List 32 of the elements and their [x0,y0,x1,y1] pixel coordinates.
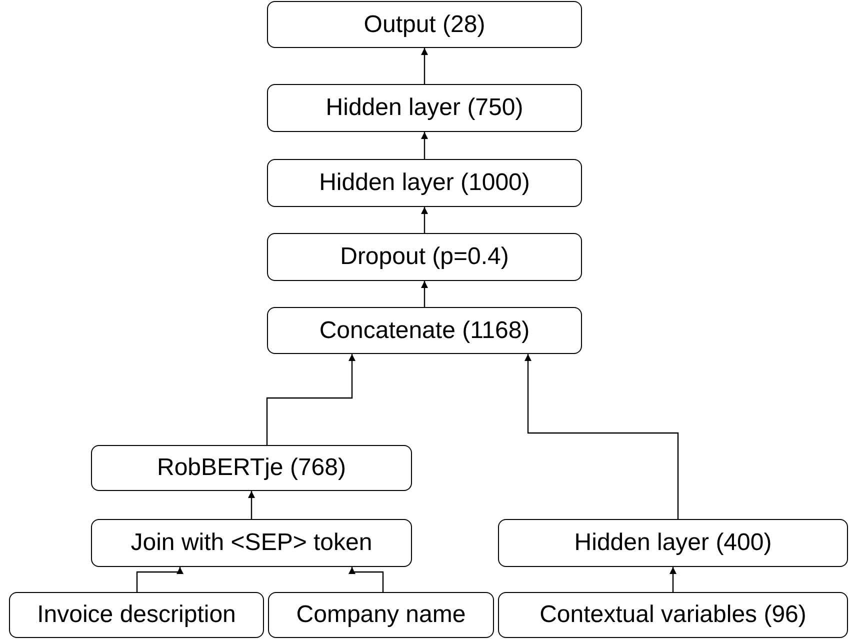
layer-box [498,519,848,567]
arrow [670,567,676,592]
layer-label: Hidden layer (400) [574,529,772,557]
arrow [421,48,428,84]
layer-box [498,592,848,638]
arrow [524,354,679,519]
arrow [266,354,356,445]
arrow [348,567,384,592]
arrow [136,567,184,592]
layer-box [268,592,494,638]
arrow [421,281,428,307]
arrow [421,207,428,233]
layer-box [267,307,582,354]
layer-label: Join with <SEP> token [130,529,372,557]
arrow [421,132,428,159]
layer-label: Concatenate (1168) [319,316,530,344]
layer-box [91,519,412,567]
layer-box [267,233,582,281]
layer-box [91,445,412,491]
layer-label: Hidden layer (1000) [319,169,530,197]
layer-label: Company name [296,601,466,629]
arrow [248,491,255,519]
layer-label: Contextual variables (96) [540,601,806,629]
layer-label: Hidden layer (750) [326,94,524,122]
layer-label: Invoice description [37,601,236,629]
layer-box [267,159,582,207]
layer-label: RobBERTje (768) [157,454,346,482]
layer-label: Output (28) [364,10,486,38]
layer-box [267,1,582,48]
layer-box [9,592,264,638]
layer-box [267,84,582,132]
layer-label: Dropout (p=0.4) [340,243,509,271]
